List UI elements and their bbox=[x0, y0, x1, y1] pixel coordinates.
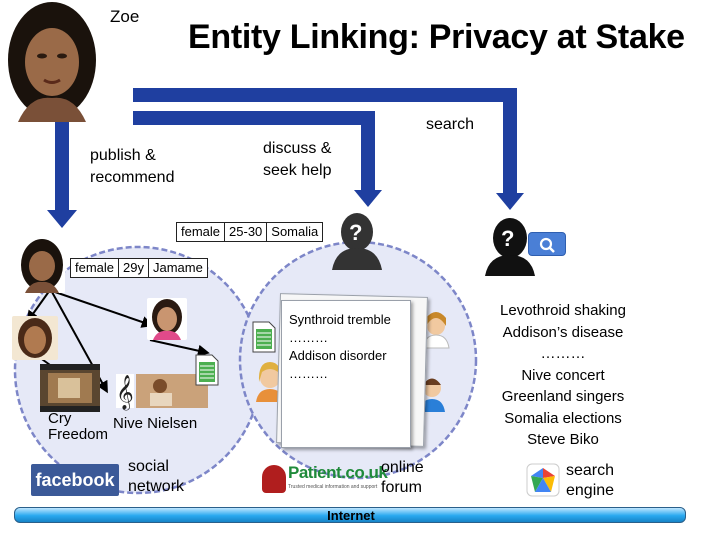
profile-attribute: 29y bbox=[119, 258, 149, 278]
search-query: Steve Biko bbox=[527, 431, 599, 448]
social-profile-attributes: female 29y Jamame bbox=[70, 258, 208, 278]
profile-attribute: Jamame bbox=[149, 258, 208, 278]
zoe-photo bbox=[0, 0, 100, 122]
user-name: Zoe bbox=[110, 7, 140, 26]
profile-attribute: Somalia bbox=[267, 222, 324, 242]
music-label: Nive Nielsen bbox=[113, 415, 198, 432]
document-icon bbox=[195, 354, 219, 386]
friend-photo bbox=[147, 298, 187, 340]
social-network-label: social network bbox=[128, 458, 185, 495]
page-title: Entity Linking: Privacy at Stake bbox=[188, 18, 685, 56]
search-query: Greenland singers bbox=[501, 388, 625, 405]
anonymous-forum-user-icon bbox=[332, 213, 382, 270]
search-query: Somalia elections bbox=[504, 409, 622, 427]
search-query: Nive concert bbox=[521, 366, 605, 384]
friend-photo bbox=[12, 316, 58, 360]
internet-label: Internet bbox=[327, 508, 375, 523]
movie-film-icon bbox=[40, 364, 100, 412]
zoe-small-photo bbox=[17, 239, 65, 293]
search-button[interactable] bbox=[528, 232, 566, 256]
document-icon bbox=[252, 321, 276, 353]
svg-text:?: ? bbox=[349, 220, 362, 245]
publish-arrow-label: publish & recommend bbox=[90, 147, 175, 186]
online-forum-label: online forum bbox=[381, 459, 424, 496]
search-engine-label: search engine bbox=[566, 462, 615, 499]
profile-attribute: 25-30 bbox=[225, 222, 268, 242]
music-note-icon: 𝄞 bbox=[116, 374, 134, 411]
search-query: Addison’s disease bbox=[502, 323, 624, 341]
search-query: ……… bbox=[540, 345, 586, 362]
patient-logo: Patient.co.uk Trusted medical informatio… bbox=[262, 463, 388, 495]
svg-text:?: ? bbox=[501, 226, 514, 251]
internet-bar: Internet bbox=[14, 507, 686, 523]
forum-post: Synthroid tremble ……… Addison disorder …… bbox=[281, 300, 411, 448]
search-query: Levothroid shaking bbox=[500, 302, 626, 319]
profile-attribute: female bbox=[70, 258, 120, 278]
movie-label: Cry Freedom bbox=[48, 410, 109, 443]
discuss-arrow-label: discuss & seek help bbox=[263, 140, 332, 179]
forum-profile-attributes: female 25-30 Somalia bbox=[176, 222, 324, 242]
profile-attribute: female bbox=[176, 222, 226, 242]
magnifier-icon bbox=[539, 237, 555, 253]
search-arrow bbox=[133, 88, 517, 195]
svg-text:𝄞: 𝄞 bbox=[116, 375, 134, 411]
google-logo-icon bbox=[526, 463, 560, 497]
facebook-logo: facebook bbox=[31, 464, 119, 496]
search-arrow-label: search bbox=[426, 116, 475, 133]
search-query-list: Levothroid shaking Addison’s disease ………… bbox=[486, 300, 640, 451]
discuss-arrow bbox=[133, 111, 375, 192]
forum-avatar-male-icon bbox=[419, 378, 445, 412]
anonymous-searcher-icon bbox=[485, 218, 535, 276]
